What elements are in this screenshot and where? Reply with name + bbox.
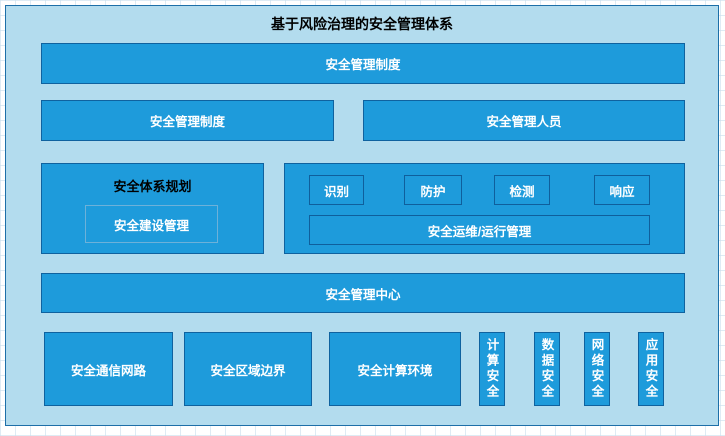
- security-policy-bar: 安全管理制度: [41, 43, 685, 84]
- security-construction-mgmt-box: 安全建设管理: [85, 205, 218, 243]
- security-mgmt-center-label: 安全管理中心: [325, 287, 401, 302]
- computing-security-vbox: 计算安全: [479, 332, 505, 406]
- respond-box: 响应: [594, 175, 650, 205]
- security-ops-mgmt-bar: 安全运维/运行管理: [309, 215, 650, 245]
- network-security-label: 网络安全: [589, 338, 604, 400]
- identify-box: 识别: [309, 175, 364, 205]
- data-security-label: 数据安全: [539, 338, 554, 400]
- respond-label: 响应: [609, 184, 635, 199]
- detect-label: 检测: [509, 184, 535, 199]
- diagram-title: 基于风险治理的安全管理体系: [271, 16, 453, 32]
- data-security-vbox: 数据安全: [534, 332, 560, 406]
- app-security-vbox: 应用安全: [638, 332, 664, 406]
- secure-comm-network-label: 安全通信网路: [70, 363, 146, 378]
- identify-label: 识别: [323, 184, 349, 199]
- security-policy-box-label: 安全管理制度: [149, 115, 225, 129]
- security-policy-bar-label: 安全管理制度: [325, 58, 401, 72]
- secure-comm-network-box: 安全通信网路: [44, 332, 173, 406]
- security-personnel-box-label: 安全管理人员: [486, 115, 562, 129]
- diagram-container: 基于风险治理的安全管理体系 安全管理制度 安全管理制度 安全管理人员 安全体系规…: [5, 5, 719, 426]
- protect-box: 防护: [404, 175, 462, 205]
- security-ops-mgmt-label: 安全运维/运行管理: [427, 224, 532, 239]
- security-construction-mgmt-label: 安全建设管理: [113, 218, 189, 233]
- secure-area-boundary-box: 安全区域边界: [184, 332, 312, 406]
- security-personnel-box: 安全管理人员: [363, 100, 685, 141]
- security-operations-group: 识别 防护 检测 响应 安全运维/运行管理: [284, 163, 685, 254]
- secure-computing-env-label: 安全计算环境: [357, 363, 433, 378]
- security-policy-box: 安全管理制度: [41, 100, 334, 141]
- secure-computing-env-box: 安全计算环境: [329, 332, 461, 406]
- security-mgmt-center-bar: 安全管理中心: [41, 273, 685, 313]
- computing-security-label: 计算安全: [484, 338, 499, 400]
- protect-label: 防护: [420, 184, 446, 199]
- detect-box: 检测: [494, 175, 550, 205]
- app-security-label: 应用安全: [643, 338, 658, 400]
- network-security-vbox: 网络安全: [584, 332, 610, 406]
- secure-area-boundary-label: 安全区域边界: [210, 363, 286, 378]
- security-system-planning-group: 安全体系规划 安全建设管理: [41, 163, 264, 254]
- security-system-planning-title: 安全体系规划: [113, 179, 192, 194]
